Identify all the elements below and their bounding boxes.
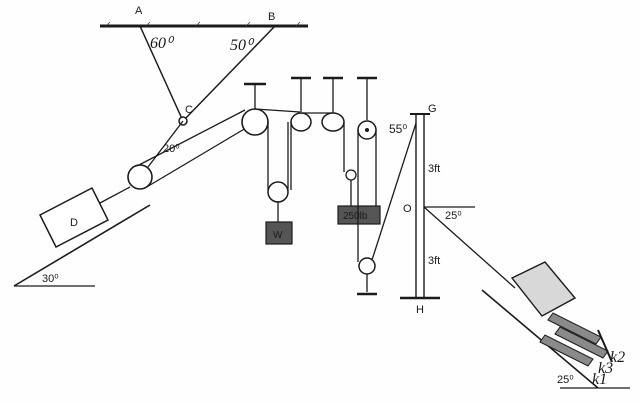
block-d: D — [38, 186, 110, 249]
cable-ac — [139, 25, 184, 122]
angle-slope-right-label: 25⁰ — [557, 374, 574, 386]
cable-o-to-block — [423, 206, 516, 289]
angle-slope-left-label: 30⁰ — [42, 273, 59, 285]
label-h: H — [416, 304, 424, 316]
spring-k1-label: k1 — [592, 371, 607, 388]
weight-w: W — [265, 221, 293, 245]
spring-k2-label: k2 — [610, 349, 625, 366]
ceiling-support-ab — [100, 21, 308, 28]
pulley-4-assembly — [357, 76, 377, 140]
cable-lower-to-g — [371, 116, 419, 261]
pulley-3-assembly — [321, 76, 345, 132]
dist-lower-label: 3ft — [428, 255, 440, 267]
left-incline: 30⁰ — [13, 204, 151, 287]
pulley-hanging-w — [267, 181, 289, 203]
weight-w-label: W — [273, 230, 283, 241]
weight-250lb-label: 250lb — [343, 211, 368, 222]
cable-d-to-pulley — [99, 186, 131, 204]
label-g: G — [428, 103, 437, 115]
label-o: O — [403, 203, 412, 215]
angle-o-label: 25⁰ — [445, 210, 462, 222]
springs — [539, 312, 613, 367]
block-right — [510, 261, 577, 317]
pulley-small-hanging — [345, 169, 357, 181]
pulley-2-assembly — [290, 76, 312, 132]
label-c: C — [185, 104, 193, 116]
cable-bc — [182, 25, 276, 122]
label-a: A — [135, 5, 143, 17]
cable-c-to-pulley — [147, 120, 184, 168]
cable-to-pulley-1 — [144, 127, 247, 189]
angle-g-label: 55⁰ — [389, 122, 407, 136]
angle-a-label: 60⁰ — [150, 35, 175, 52]
dist-upper-label: 3ft — [428, 163, 440, 175]
cable-p1-to-p2 — [254, 108, 301, 113]
pulley-lower — [358, 257, 376, 275]
angle-b-label: 50⁰ — [230, 37, 255, 54]
label-b: B — [268, 11, 275, 23]
weight-250lb: 250lb — [337, 205, 381, 225]
label-d: D — [70, 217, 78, 229]
right-incline: 25⁰ — [481, 289, 630, 389]
cable-to-pulley-1b — [136, 109, 246, 167]
spring-k3-label: k3 — [598, 360, 613, 377]
post-goh — [400, 113, 440, 300]
